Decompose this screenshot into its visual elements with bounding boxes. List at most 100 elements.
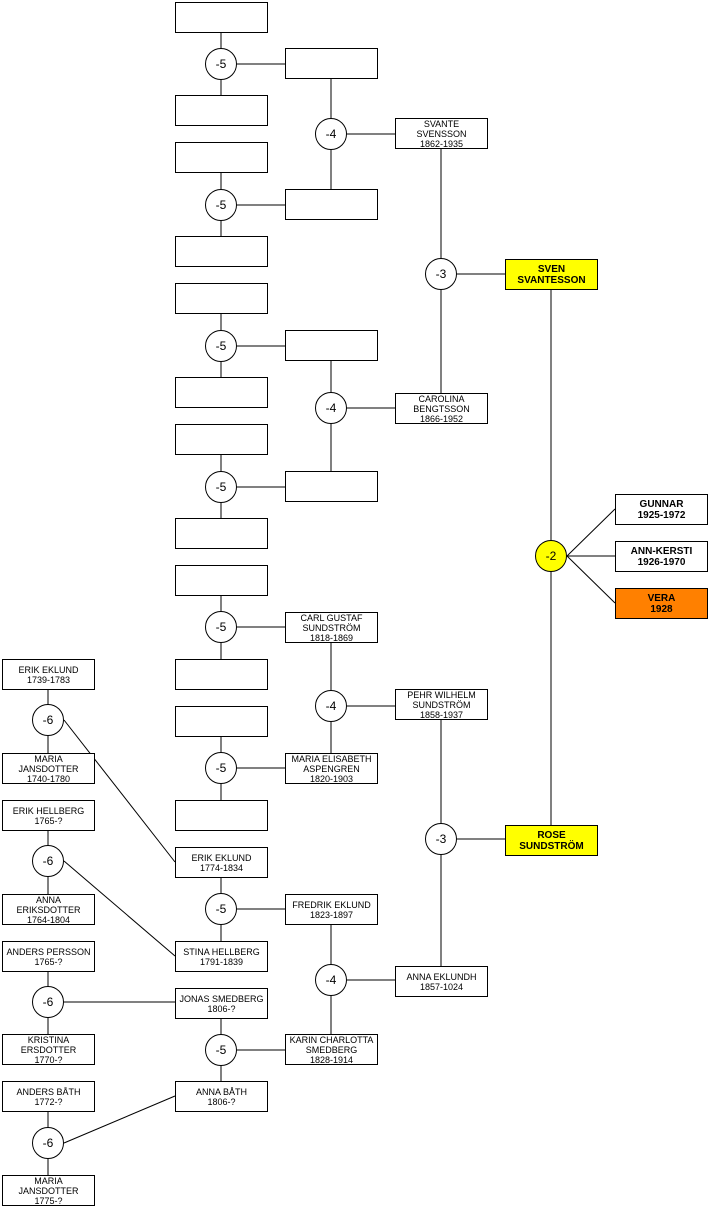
generation-node[interactable]: -6 [32, 1127, 64, 1159]
person-text-line: CARL GUSTAF [300, 612, 363, 623]
person-text-line: 1925-1972 [637, 509, 686, 521]
person-text-line: MARIA ELISABETH [291, 753, 372, 764]
person-text-line: SVEN [537, 263, 566, 275]
empty-person-box[interactable] [175, 377, 268, 408]
empty-person-box[interactable] [285, 330, 378, 361]
person-text-line: SVANTESSON [517, 274, 586, 286]
person-text-line: 1772-? [34, 1096, 63, 1107]
generation-node[interactable]: -4 [315, 118, 347, 150]
empty-person-box[interactable] [175, 283, 268, 314]
person-text-line: ANDERS PERSSON [6, 946, 91, 957]
empty-person-box[interactable] [175, 565, 268, 596]
empty-person-box[interactable] [175, 95, 268, 126]
empty-person-box[interactable] [285, 471, 378, 502]
generation-node[interactable]: -5 [205, 48, 237, 80]
person-text-line: 1774-1834 [199, 862, 244, 873]
person-text-line: ERIK EKLUND [18, 664, 79, 675]
person-text-line: 1775-? [34, 1195, 63, 1206]
person-text-line: ERIK HELLBERG [12, 805, 85, 816]
connector-line [63, 719, 176, 863]
empty-person-box[interactable] [175, 142, 268, 173]
person-text-line: 1926-1970 [637, 556, 686, 568]
person-text-line: 1770-? [34, 1054, 63, 1065]
person-text-line: VERA [647, 592, 676, 604]
person-text-line: ANDERS BÅTH [16, 1086, 81, 1097]
generation-node[interactable]: -4 [315, 964, 347, 996]
person-text-line: SMEDBERG [305, 1044, 358, 1055]
person-text-line: GUNNAR [639, 498, 684, 510]
connector-line [63, 860, 176, 957]
generation-node[interactable]: -6 [32, 986, 64, 1018]
person-text-line: ROSE [537, 829, 566, 841]
person-text-line: 1858-1937 [419, 709, 464, 720]
generation-node[interactable]: -5 [205, 611, 237, 643]
empty-person-box[interactable] [285, 48, 378, 79]
empty-person-box[interactable] [285, 189, 378, 220]
person-text-line: 1857-1024 [419, 981, 464, 992]
person-text-line: 1765-? [34, 815, 63, 826]
person-text-line: KRISTINA [27, 1034, 70, 1045]
generation-node[interactable]: -4 [315, 392, 347, 424]
generation-node[interactable]: -6 [32, 704, 64, 736]
person-text-line: ANNA EKLUNDH [406, 971, 477, 982]
person-text-line: 1764-1804 [26, 914, 71, 925]
generation-node[interactable]: -5 [205, 471, 237, 503]
generation-node[interactable]: -2 [535, 540, 567, 572]
person-text-line: ERIKSDOTTER [16, 904, 81, 915]
generation-node[interactable]: -5 [205, 189, 237, 221]
generation-node[interactable]: -3 [425, 258, 457, 290]
generation-node[interactable]: -5 [205, 1034, 237, 1066]
empty-person-box[interactable] [175, 424, 268, 455]
empty-person-box[interactable] [175, 236, 268, 267]
person-text-line: MARIA [34, 753, 63, 764]
generation-node[interactable]: -5 [205, 752, 237, 784]
person-text-line: ANNA [35, 894, 61, 905]
empty-person-box[interactable] [175, 800, 268, 831]
empty-person-box[interactable] [175, 2, 268, 33]
generation-node[interactable]: -6 [32, 845, 64, 877]
person-text-line: SVANTE [423, 118, 460, 129]
person-text-line: CAROLINA [418, 393, 465, 404]
person-text-line: SVENSSON [416, 128, 467, 139]
empty-person-box[interactable] [175, 659, 268, 690]
generation-node[interactable]: -4 [315, 690, 347, 722]
connector-line [566, 555, 616, 604]
person-text-line: JANSDOTTER [18, 763, 79, 774]
person-text-line: 1739-1783 [26, 674, 71, 685]
person-text-line: MARIA [34, 1175, 63, 1186]
empty-person-box[interactable] [175, 518, 268, 549]
empty-person-box[interactable] [175, 706, 268, 737]
person-text-line: 1828-1914 [309, 1054, 354, 1065]
person-text-line: ASPENGREN [303, 763, 360, 774]
generation-node[interactable]: -5 [205, 330, 237, 362]
person-text-line: 1928 [650, 603, 673, 615]
generation-node[interactable]: -3 [425, 823, 457, 855]
generation-node[interactable]: -5 [205, 893, 237, 925]
